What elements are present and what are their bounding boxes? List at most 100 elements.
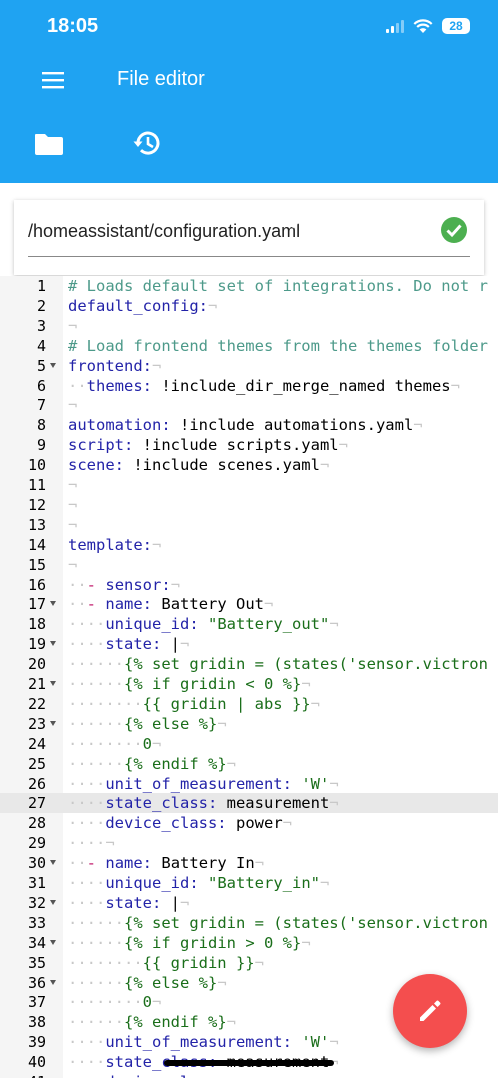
code-line[interactable]: 6 ··themes: !include_dir_merge_named them… (0, 376, 498, 396)
file-path[interactable]: /homeassistant/configuration.yaml (28, 221, 301, 241)
code-line[interactable]: 3¬ (0, 316, 498, 336)
code-line[interactable]: 26····unit_of_measurement: 'W'¬ (0, 774, 498, 794)
code-line[interactable]: 12¬ (0, 495, 498, 515)
code-line[interactable]: 25······{% endif %}¬ (0, 754, 498, 774)
code-line[interactable]: 40····state_class: measurement¬ (0, 1052, 498, 1072)
fold-arrow-icon[interactable] (50, 860, 56, 866)
code-line[interactable]: 22········{{ gridin | abs }}¬ (0, 694, 498, 714)
fold-arrow-icon[interactable] (50, 681, 56, 686)
line-number: 34 (27, 933, 46, 952)
fold-arrow-icon[interactable] (50, 899, 56, 905)
line-number: 28 (27, 814, 46, 833)
code-line[interactable]: 41····device_class: power¬ (0, 1072, 498, 1078)
code-text: default_config:¬ (68, 296, 218, 315)
code-line[interactable]: 35········{{ gridin }}¬ (0, 953, 498, 973)
home-indicator[interactable] (164, 1060, 334, 1066)
code-text: ····¬ (68, 834, 115, 853)
code-line[interactable]: 15¬ (0, 555, 498, 575)
code-text: ¬ (68, 476, 78, 494)
line-number: 3 (36, 316, 46, 335)
code-text: ····state_class: measurement¬ (68, 1053, 339, 1072)
code-text: ··themes: !include_dir_merge_named theme… (68, 376, 460, 395)
wifi-icon (413, 18, 433, 33)
line-number: 6 (36, 376, 46, 395)
close-icon[interactable]: ✕ (289, 210, 308, 235)
code-text: script: !include scripts.yaml¬ (68, 436, 348, 455)
line-number: 20 (27, 655, 46, 674)
code-line[interactable]: 39 ····unit_of_measurement: 'W'¬ (0, 1032, 498, 1052)
code-text: ······{% else %}¬ (68, 714, 227, 733)
code-line[interactable]: 30··- name: Battery In¬ (0, 853, 498, 873)
line-number: 33 (27, 913, 46, 932)
line-number: 15 (27, 555, 46, 574)
code-line[interactable]: 36······{% else %}¬ (0, 973, 498, 993)
code-line[interactable]: 29 ····¬ (0, 833, 498, 853)
code-line[interactable]: 34 ······{% if gridin > 0 %}¬ (0, 933, 498, 953)
code-line[interactable]: 32····state: |¬ (0, 893, 498, 913)
code-line[interactable]: 27····state_class: measurement¬ (0, 793, 498, 814)
code-text: ····unit_of_measurement: 'W'¬ (68, 1033, 339, 1052)
fold-arrow-icon[interactable] (50, 979, 56, 985)
line-number: 17 (27, 595, 46, 614)
code-text: ······{% if gridin > 0 %}¬ (68, 933, 311, 952)
code-line[interactable]: 37········0¬ (0, 992, 498, 1012)
fold-arrow-icon[interactable] (50, 601, 56, 607)
code-line[interactable]: 38······{% endif %}¬ (0, 1012, 498, 1032)
menu-icon[interactable] (42, 70, 64, 90)
code-text: ¬ (68, 515, 78, 534)
code-line[interactable]: 33······{% set gridin = (states('sensor.… (0, 913, 498, 933)
code-text: ¬ (68, 495, 78, 514)
battery-icon: 28 (442, 18, 470, 34)
line-number: 22 (27, 694, 46, 713)
check-circle-icon (441, 217, 467, 243)
code-text: ······{% endif %}¬ (68, 754, 236, 773)
fold-arrow-icon[interactable] (50, 362, 56, 368)
fold-arrow-icon[interactable] (50, 720, 56, 726)
code-line[interactable]: 31 ····unique_id: "Battery_in"¬ (0, 873, 498, 893)
line-number: 35 (27, 953, 46, 972)
code-line[interactable]: 17··- name: Battery Out¬ (0, 594, 498, 614)
line-number: 31 (27, 874, 46, 892)
fold-arrow-icon[interactable] (50, 939, 56, 945)
code-line[interactable]: 23······{% else %}¬ (0, 714, 498, 734)
code-line[interactable]: 21······{% if gridin < 0 %}¬ (0, 674, 498, 694)
code-line[interactable]: 18····unique_id: "Battery_out"¬ (0, 614, 498, 634)
code-line[interactable]: 28····device_class: power¬ (0, 813, 498, 833)
code-text: ··- name: Battery In¬ (68, 854, 265, 873)
folder-icon[interactable] (34, 132, 64, 156)
code-line[interactable]: 11¬ (0, 475, 498, 495)
code-line[interactable]: 7¬ (0, 395, 498, 415)
line-number: 38 (27, 1013, 46, 1032)
code-text: frontend:¬ (68, 356, 162, 375)
code-text: ······{% if gridin < 0 %}¬ (68, 675, 311, 693)
code-text: ····state: |¬ (68, 893, 190, 912)
line-number: 29 (27, 834, 46, 853)
line-number: 19 (27, 635, 46, 654)
code-line[interactable]: 24········0¬ (0, 734, 498, 754)
search-icon[interactable] (358, 208, 384, 234)
code-line[interactable]: 4# Load frontend themes from the themes … (0, 336, 498, 356)
code-line[interactable]: 1# Loads default set of integrations. Do… (0, 276, 498, 296)
code-editor[interactable]: 1# Loads default set of integrations. Do… (0, 276, 498, 1078)
code-line[interactable]: 16··- sensor:¬ (0, 575, 498, 595)
code-text: ¬ (68, 396, 78, 415)
code-text: # Loads default set of integrations. Do … (68, 277, 488, 295)
code-line[interactable]: 13¬ (0, 515, 498, 535)
line-number: 27 (27, 794, 46, 813)
code-text: ········0¬ (68, 993, 162, 1012)
code-line[interactable]: 20······{% set gridin = (states('sensor.… (0, 654, 498, 674)
fold-arrow-icon[interactable] (50, 641, 56, 647)
code-line[interactable]: 19 ····state: |¬ (0, 634, 498, 654)
code-text: ········0¬ (68, 734, 162, 753)
code-text: ····state: |¬ (68, 635, 190, 654)
line-number: 39 (27, 1033, 46, 1052)
history-icon[interactable] (132, 128, 162, 158)
edit-button[interactable] (393, 974, 467, 1048)
code-text: ····unique_id: "Battery_in"¬ (68, 874, 330, 892)
